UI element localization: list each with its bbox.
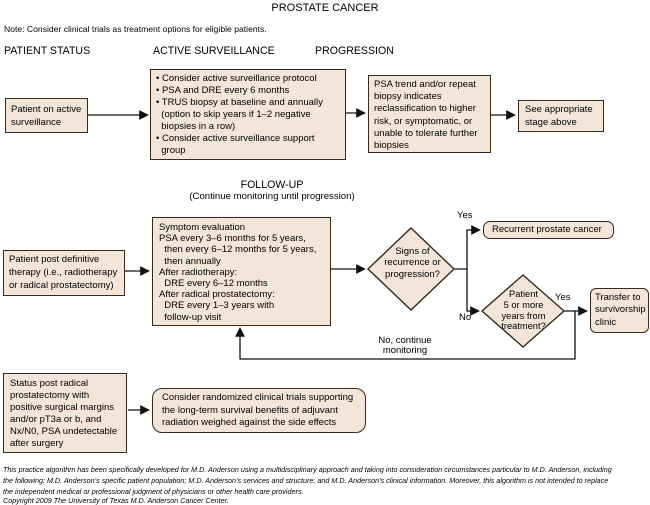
decision-diamond-5-years	[480, 274, 566, 348]
label-yes-survivorship: Yes	[555, 292, 571, 303]
copyright-text: Copyright 2009 The University of Texas M…	[3, 496, 229, 505]
followup-section-title: FOLLOW-UP	[240, 179, 304, 191]
box-recurrent-prostate-cancer: Recurrent prostate cancer	[483, 221, 614, 239]
column-header-patient-status: PATIENT STATUS	[4, 45, 91, 57]
label-no-continue-monitoring: No, continue monitoring	[378, 335, 432, 356]
column-header-active-surveillance: ACTIVE SURVEILLANCE	[153, 45, 275, 57]
box-patient-on-active-surveillance: Patient on active surveillance	[5, 98, 88, 133]
column-header-progression: PROGRESSION	[315, 45, 394, 57]
disclaimer-text: This practice algorithm has been specifi…	[3, 465, 612, 497]
arrow-no-to-5year-decision	[466, 269, 480, 316]
label-yes-recurrence: Yes	[457, 210, 473, 221]
decision-text-recurrence: Signs of recurrence or progression?	[384, 246, 441, 280]
box-randomized-clinical-trials: Consider randomized clinical trials supp…	[152, 388, 366, 433]
decision-text-5-years: Patient 5 or more years from treatment?	[501, 289, 546, 332]
arrow-yes-to-recurrent	[454, 225, 481, 270]
box-see-appropriate-stage: See appropriate stage above	[518, 100, 604, 132]
decision-diamond-recurrence	[366, 227, 456, 311]
box-psa-trend: PSA trend and/or repeat biopsy indicates…	[368, 75, 491, 153]
arrow-continue-monitoring-loop	[235, 311, 576, 360]
box-transfer-survivorship-clinic: Transfer to survivorship clinic	[590, 288, 649, 333]
clinical-trials-note: Note: Consider clinical trials as treatm…	[4, 24, 267, 34]
label-no-recurrence: No	[459, 312, 472, 323]
page-title: PROSTATE CANCER	[271, 2, 379, 14]
box-patient-post-definitive-therapy: Patient post definitive therapy (i.e., r…	[3, 250, 125, 296]
box-followup-details: Symptom evaluation PSA every 3–6 months …	[152, 217, 331, 326]
box-surveillance-protocol: • Consider active surveillance protocol …	[150, 69, 346, 160]
box-status-post-radical-prostatectomy: Status post radical prostatectomy with p…	[3, 373, 127, 453]
followup-section-subtitle: (Continue monitoring until progression)	[189, 191, 355, 202]
